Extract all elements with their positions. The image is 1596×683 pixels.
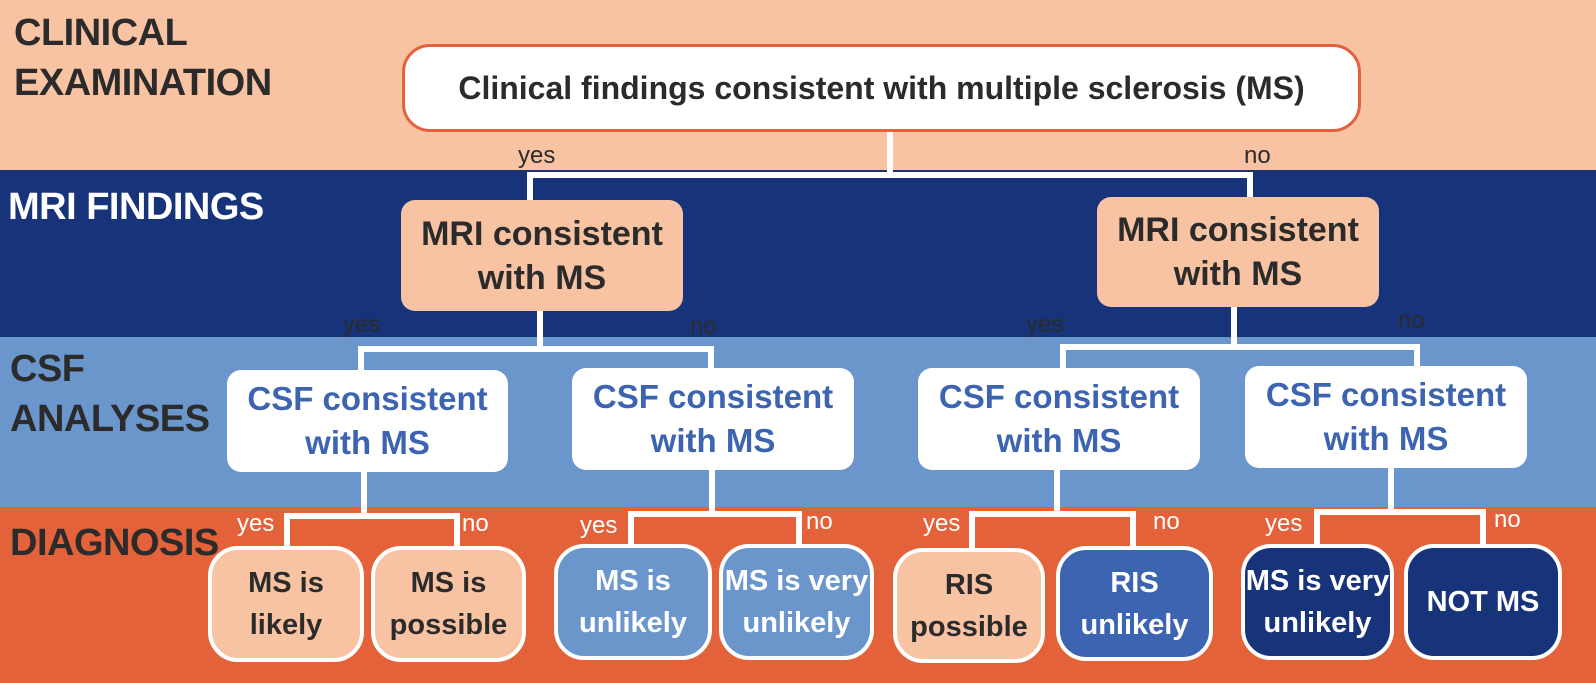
connector bbox=[1130, 511, 1136, 549]
connector bbox=[454, 513, 460, 549]
diagnosis-ms-very-unlikely: MS is very unlikely bbox=[719, 544, 874, 660]
connector bbox=[284, 513, 460, 519]
mri-node-yes-branch: MRI consistent with MS bbox=[401, 200, 683, 311]
branch-label-no: no bbox=[1494, 506, 1521, 533]
branch-label-no: no bbox=[1398, 307, 1425, 334]
connector bbox=[358, 346, 714, 352]
diagnosis-ris-possible: RIS possible bbox=[893, 548, 1045, 663]
branch-label-yes: yes bbox=[1026, 311, 1064, 338]
section-label-csf-analyses: CSF ANALYSES bbox=[10, 348, 210, 440]
branch-label-yes: yes bbox=[343, 311, 381, 338]
clinical-findings-node: Clinical findings consistent with multip… bbox=[402, 44, 1361, 132]
connector bbox=[796, 511, 802, 547]
connector bbox=[1314, 509, 1486, 515]
connector bbox=[969, 511, 1136, 517]
connector bbox=[628, 511, 634, 547]
connector bbox=[527, 172, 533, 200]
section-label-clinical-examination: CLINICAL EXAMINATION bbox=[14, 12, 272, 104]
section-label-mri-findings: MRI FINDINGS bbox=[8, 186, 264, 228]
connector bbox=[358, 346, 364, 372]
branch-label-yes: yes bbox=[580, 512, 618, 539]
csf-node-1: CSF consistent with MS bbox=[227, 370, 508, 472]
branch-label-yes: yes bbox=[923, 510, 961, 537]
csf-node-3: CSF consistent with MS bbox=[918, 368, 1200, 470]
diagnosis-not-ms: NOT MS bbox=[1404, 544, 1562, 660]
connector bbox=[709, 468, 715, 516]
connector bbox=[1388, 466, 1394, 514]
branch-label-no: no bbox=[462, 510, 489, 537]
connector bbox=[708, 346, 714, 370]
diagnosis-ms-unlikely: MS is unlikely bbox=[554, 544, 712, 660]
connector bbox=[1414, 344, 1420, 368]
branch-label-no: no bbox=[690, 313, 717, 340]
diagnosis-ris-unlikely: RIS unlikely bbox=[1056, 546, 1213, 661]
branch-label-no: no bbox=[1153, 508, 1180, 535]
connector bbox=[284, 513, 290, 549]
branch-label-no: no bbox=[1244, 142, 1271, 169]
csf-node-4: CSF consistent with MS bbox=[1245, 366, 1527, 468]
connector bbox=[628, 511, 802, 517]
csf-node-2: CSF consistent with MS bbox=[572, 368, 854, 470]
mri-node-no-branch: MRI consistent with MS bbox=[1097, 197, 1379, 307]
branch-label-yes: yes bbox=[237, 510, 275, 537]
branch-label-no: no bbox=[806, 508, 833, 535]
section-label-diagnosis: DIAGNOSIS bbox=[10, 522, 219, 564]
connector bbox=[1314, 509, 1320, 549]
diagnosis-ms-possible: MS is possible bbox=[371, 546, 526, 662]
connector bbox=[527, 172, 1253, 178]
branch-label-yes: yes bbox=[518, 142, 556, 169]
connector bbox=[1054, 468, 1060, 516]
connector bbox=[1060, 344, 1066, 370]
diagnosis-ms-very-unlikely-2: MS is very unlikely bbox=[1241, 544, 1394, 660]
connector bbox=[1247, 172, 1253, 198]
connector bbox=[1480, 509, 1486, 547]
connector bbox=[361, 470, 367, 518]
connector bbox=[887, 132, 893, 176]
connector bbox=[1231, 306, 1237, 350]
connector bbox=[537, 310, 543, 350]
branch-label-yes: yes bbox=[1265, 510, 1303, 537]
connector bbox=[969, 511, 975, 551]
diagnosis-ms-likely: MS is likely bbox=[208, 546, 364, 662]
connector bbox=[1060, 344, 1420, 350]
